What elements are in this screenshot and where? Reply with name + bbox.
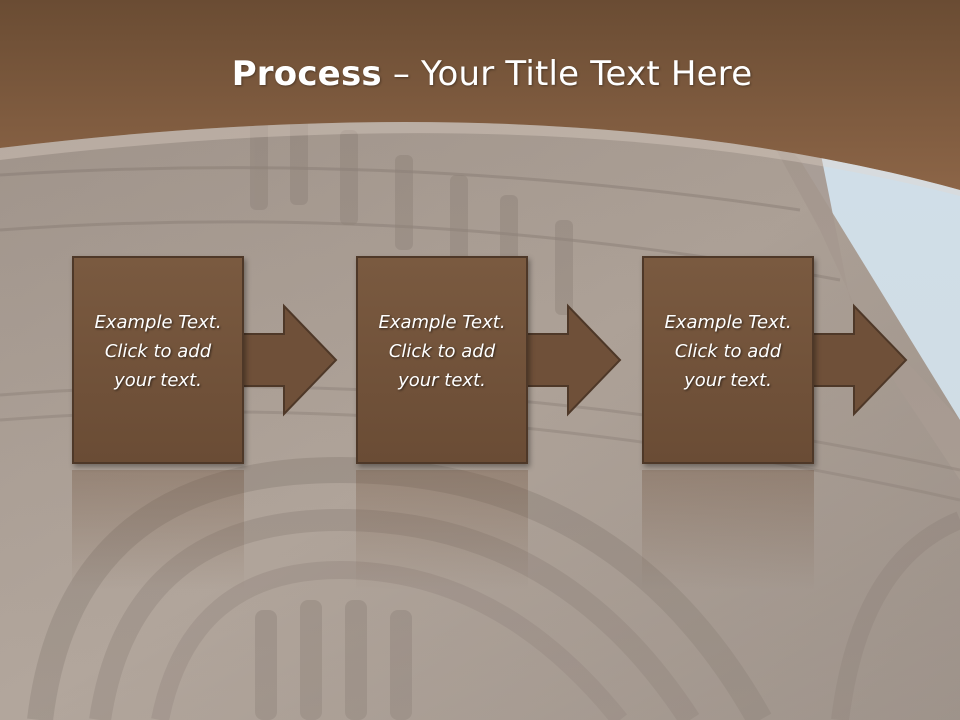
step-text: Example Text. Click to add your text.	[362, 308, 522, 395]
process-step-2[interactable]: Example Text. Click to add your text.	[356, 256, 626, 468]
step-line-3: your text.	[398, 369, 486, 391]
step-box[interactable]: Example Text. Click to add your text.	[642, 256, 814, 464]
step-3-reflection	[642, 470, 814, 590]
title-bold: Process	[231, 54, 382, 94]
process-step-3[interactable]: Example Text. Click to add your text.	[642, 256, 912, 468]
slide-title[interactable]: Process – Your Title Text Here	[0, 54, 960, 94]
title-rest: – Your Title Text Here	[381, 54, 753, 94]
right-arrow-icon	[811, 303, 908, 417]
step-line-2: Click to add	[104, 340, 212, 362]
step-line-1: Example Text.	[378, 311, 506, 333]
step-line-2: Click to add	[674, 340, 782, 362]
right-arrow-icon	[241, 303, 338, 417]
step-line-3: your text.	[114, 369, 202, 391]
step-1-reflection	[72, 470, 244, 590]
step-text: Example Text. Click to add your text.	[78, 308, 238, 395]
right-arrow-icon	[525, 303, 622, 417]
step-2-reflection	[356, 470, 528, 590]
header-band	[0, 0, 960, 190]
step-line-2: Click to add	[388, 340, 496, 362]
step-box[interactable]: Example Text. Click to add your text.	[356, 256, 528, 464]
step-line-3: your text.	[684, 369, 772, 391]
step-line-1: Example Text.	[94, 311, 222, 333]
step-box[interactable]: Example Text. Click to add your text.	[72, 256, 244, 464]
step-line-1: Example Text.	[664, 311, 792, 333]
process-step-1[interactable]: Example Text. Click to add your text.	[72, 256, 342, 468]
step-text: Example Text. Click to add your text.	[648, 308, 808, 395]
